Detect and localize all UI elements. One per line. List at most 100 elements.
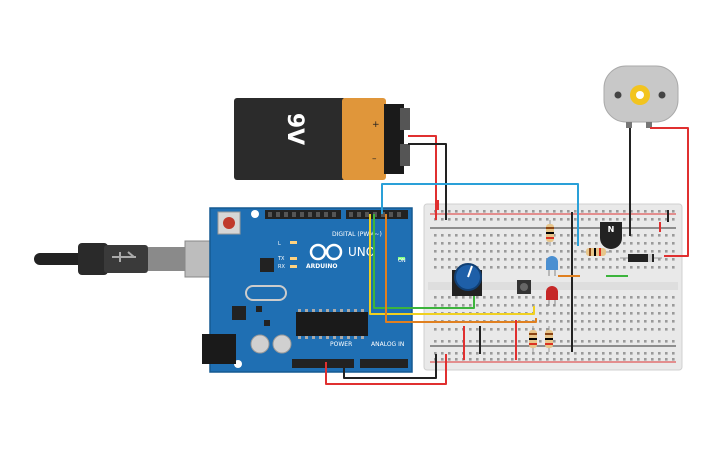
breadboard-hole[interactable] — [588, 242, 591, 245]
breadboard-hole[interactable] — [483, 218, 486, 221]
breadboard-hole[interactable] — [518, 352, 521, 355]
breadboard-hole[interactable] — [525, 358, 528, 361]
breadboard-hole[interactable] — [469, 210, 472, 213]
breadboard-hole[interactable] — [448, 258, 451, 261]
breadboard-hole[interactable] — [651, 352, 654, 355]
breadboard-hole[interactable] — [651, 358, 654, 361]
breadboard-hole[interactable] — [581, 312, 584, 315]
breadboard-hole[interactable] — [511, 340, 514, 343]
breadboard-hole[interactable] — [581, 328, 584, 331]
breadboard-hole[interactable] — [553, 358, 556, 361]
breadboard-hole[interactable] — [644, 358, 647, 361]
breadboard-hole[interactable] — [630, 266, 633, 269]
breadboard-hole[interactable] — [546, 312, 549, 315]
breadboard-hole[interactable] — [658, 312, 661, 315]
breadboard-hole[interactable] — [609, 250, 612, 253]
breadboard-hole[interactable] — [504, 250, 507, 253]
breadboard-hole[interactable] — [630, 328, 633, 331]
breadboard-hole[interactable] — [497, 296, 500, 299]
breadboard-hole[interactable] — [448, 352, 451, 355]
breadboard-hole[interactable] — [623, 320, 626, 323]
breadboard-hole[interactable] — [560, 296, 563, 299]
resistor-top[interactable] — [546, 220, 554, 246]
breadboard-hole[interactable] — [616, 328, 619, 331]
breadboard-hole[interactable] — [476, 250, 479, 253]
breadboard-hole[interactable] — [602, 218, 605, 221]
breadboard-hole[interactable] — [637, 266, 640, 269]
breadboard-hole[interactable] — [651, 234, 654, 237]
breadboard-hole[interactable] — [567, 296, 570, 299]
breadboard-hole[interactable] — [658, 210, 661, 213]
breadboard-hole[interactable] — [672, 328, 675, 331]
breadboard-hole[interactable] — [434, 304, 437, 307]
breadboard-hole[interactable] — [434, 266, 437, 269]
breadboard-hole[interactable] — [637, 304, 640, 307]
breadboard-hole[interactable] — [490, 210, 493, 213]
breadboard-hole[interactable] — [462, 296, 465, 299]
breadboard-hole[interactable] — [455, 258, 458, 261]
breadboard-hole[interactable] — [539, 358, 542, 361]
breadboard-hole[interactable] — [574, 296, 577, 299]
breadboard-hole[interactable] — [539, 312, 542, 315]
breadboard-hole[interactable] — [455, 210, 458, 213]
breadboard-hole[interactable] — [441, 352, 444, 355]
breadboard-hole[interactable] — [672, 266, 675, 269]
breadboard-hole[interactable] — [511, 250, 514, 253]
breadboard-hole[interactable] — [511, 234, 514, 237]
breadboard-hole[interactable] — [448, 328, 451, 331]
breadboard-hole[interactable] — [539, 266, 542, 269]
breadboard-hole[interactable] — [595, 296, 598, 299]
breadboard-hole[interactable] — [532, 304, 535, 307]
breadboard-hole[interactable] — [448, 358, 451, 361]
breadboard-hole[interactable] — [560, 340, 563, 343]
breadboard-hole[interactable] — [630, 312, 633, 315]
breadboard-hole[interactable] — [630, 340, 633, 343]
wire-battery-negative[interactable] — [408, 143, 447, 220]
breadboard-hole[interactable] — [532, 218, 535, 221]
breadboard-hole[interactable] — [483, 296, 486, 299]
breadboard-hole[interactable] — [609, 296, 612, 299]
breadboard-hole[interactable] — [553, 210, 556, 213]
breadboard-hole[interactable] — [539, 242, 542, 245]
breadboard-hole[interactable] — [658, 218, 661, 221]
breadboard-hole[interactable] — [588, 320, 591, 323]
breadboard-hole[interactable] — [609, 358, 612, 361]
breadboard-hole[interactable] — [637, 358, 640, 361]
breadboard-hole[interactable] — [574, 218, 577, 221]
breadboard-hole[interactable] — [490, 250, 493, 253]
resistor-middle[interactable] — [582, 248, 612, 256]
breadboard-hole[interactable] — [553, 242, 556, 245]
wire-gnd[interactable] — [343, 354, 437, 379]
breadboard-hole[interactable] — [448, 304, 451, 307]
breadboard-hole[interactable] — [448, 266, 451, 269]
breadboard-hole[interactable] — [518, 258, 521, 261]
breadboard-hole[interactable] — [623, 210, 626, 213]
breadboard-hole[interactable] — [637, 312, 640, 315]
breadboard-hole[interactable] — [448, 250, 451, 253]
breadboard-hole[interactable] — [574, 304, 577, 307]
breadboard-hole[interactable] — [581, 258, 584, 261]
breadboard-hole[interactable] — [560, 312, 563, 315]
breadboard-hole[interactable] — [441, 296, 444, 299]
breadboard-hole[interactable] — [637, 210, 640, 213]
dc-power-jack[interactable] — [202, 334, 236, 364]
breadboard-hole[interactable] — [525, 210, 528, 213]
breadboard-hole[interactable] — [665, 328, 668, 331]
breadboard-hole[interactable] — [511, 242, 514, 245]
breadboard-hole[interactable] — [448, 242, 451, 245]
breadboard-hole[interactable] — [651, 218, 654, 221]
breadboard-hole[interactable] — [539, 234, 542, 237]
breadboard-hole[interactable] — [539, 218, 542, 221]
breadboard-hole[interactable] — [490, 296, 493, 299]
breadboard-hole[interactable] — [616, 210, 619, 213]
breadboard-hole[interactable] — [518, 210, 521, 213]
breadboard-hole[interactable] — [518, 340, 521, 343]
breadboard-hole[interactable] — [588, 304, 591, 307]
breadboard-hole[interactable] — [581, 210, 584, 213]
breadboard-hole[interactable] — [609, 258, 612, 261]
breadboard-hole[interactable] — [658, 250, 661, 253]
breadboard-hole[interactable] — [616, 320, 619, 323]
breadboard-hole[interactable] — [595, 258, 598, 261]
breadboard-hole[interactable] — [672, 258, 675, 261]
breadboard-hole[interactable] — [462, 218, 465, 221]
